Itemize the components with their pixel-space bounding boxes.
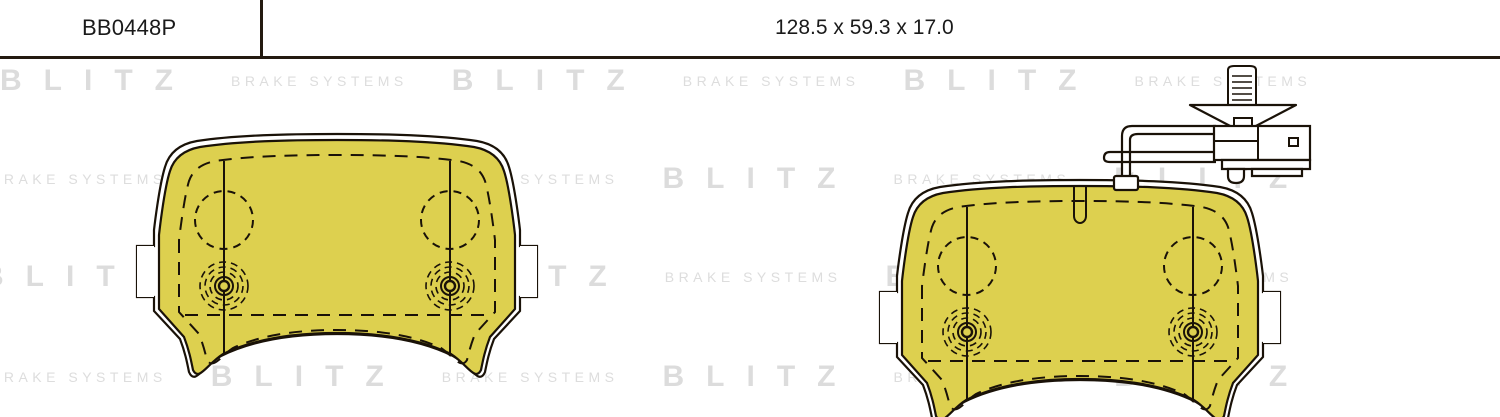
rivet-boss-right	[1168, 307, 1218, 357]
push-pin-clip	[1227, 65, 1257, 106]
rivet-boss-right	[425, 261, 475, 311]
friction-material-body	[157, 138, 517, 376]
blind-recess-left	[194, 190, 254, 250]
rivet-boss-left	[942, 307, 992, 357]
wear-sensor	[1102, 65, 1312, 192]
header-rule	[0, 56, 1500, 59]
brake-pad-right	[878, 178, 1282, 417]
mounting-ear-right	[520, 246, 537, 297]
sensor-tip	[1073, 186, 1087, 224]
sensor-cable-loop	[1102, 150, 1111, 164]
rivet-boss-left	[199, 261, 249, 311]
blind-recess-right	[420, 190, 480, 250]
connector-tail	[1226, 167, 1246, 185]
part-number: BB0448P	[82, 15, 177, 40]
dashed-chamfer-outline	[178, 153, 496, 365]
dashed-chamfer-outline	[921, 199, 1239, 411]
sensor-grommet	[1112, 174, 1140, 192]
clip-ribs	[1232, 75, 1252, 101]
connector-key-rib	[1250, 167, 1304, 178]
connector-body	[1212, 124, 1312, 162]
blind-recess-right	[1163, 236, 1223, 296]
mounting-ear-left	[880, 292, 897, 343]
blind-recess-left	[937, 236, 997, 296]
header-divider	[260, 0, 263, 57]
sensor-cable-inner	[1128, 132, 1216, 178]
connector-latch-window	[1288, 137, 1299, 147]
brake-pad-left	[135, 132, 539, 378]
mounting-ear-right	[1263, 292, 1280, 343]
friction-material-body	[900, 184, 1260, 417]
connector-flange	[1220, 158, 1312, 171]
dimensions-label: 128.5 x 59.3 x 17.0	[775, 16, 954, 39]
mounting-ear-left	[137, 246, 154, 297]
